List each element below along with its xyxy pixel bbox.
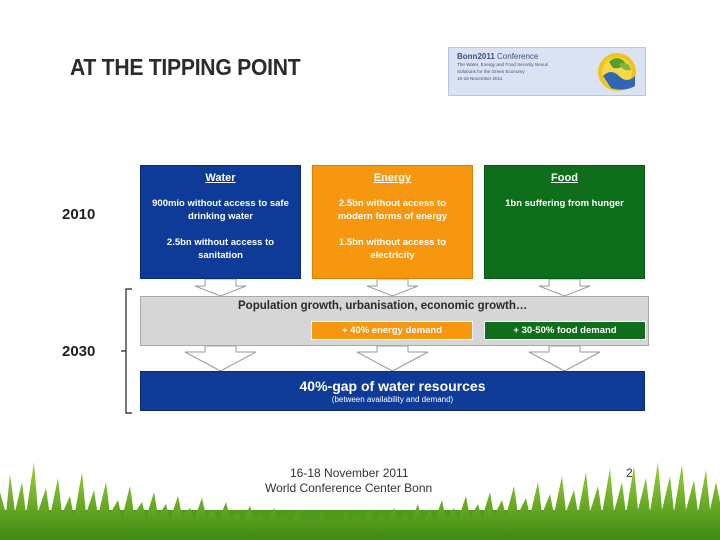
food-heading: Food [551, 172, 578, 184]
arrow-energy-bottom [356, 345, 429, 372]
energy-heading: Energy [373, 172, 412, 184]
water-stat-line: 2.5bn without access to [166, 237, 275, 248]
food-box: Food 1bn suffering from hunger [484, 165, 645, 279]
water-stat-line: 900mio without access to safe [152, 198, 289, 209]
water-gap-title: 40%-gap of water resources [299, 378, 486, 394]
arrow-water-top [194, 278, 247, 297]
water-stat-line: sanitation [198, 250, 243, 261]
footer-venue: World Conference Center Bonn [265, 481, 433, 495]
food-demand-badge: + 30-50% food demand [484, 321, 646, 340]
year-2010-label: 2010 [62, 206, 96, 223]
energy-box: Energy 2.5bn without access to modern fo… [312, 165, 473, 279]
conference-tagline: Solutions for the Green Economy [457, 69, 525, 74]
arrow-water-bottom [184, 345, 257, 372]
arrow-food-bottom [528, 345, 601, 372]
food-stat-line: 1bn suffering from hunger [505, 198, 624, 209]
water-box: Water 900mio without access to safe drin… [140, 165, 301, 279]
conference-subtitle: The Water, Energy and Food Security Nexu… [457, 62, 548, 67]
growth-text: Population growth, urbanisation, economi… [238, 300, 528, 312]
energy-demand-badge: + 40% energy demand [311, 321, 473, 340]
water-gap-subtitle: (between availability and demand) [331, 395, 454, 404]
year-2030-label: 2030 [62, 343, 96, 360]
page-number: 2 [626, 466, 633, 480]
arrow-food-top [538, 278, 591, 297]
conference-dates: 16-18 November 2011 [457, 76, 503, 81]
conference-emblem-icon [598, 53, 636, 91]
arrow-energy-top [366, 278, 419, 297]
water-heading: Water [205, 172, 236, 184]
energy-stat-line: electricity [370, 250, 415, 261]
energy-stat-line: modern forms of energy [337, 211, 448, 222]
water-stat-line: drinking water [188, 211, 253, 222]
timeline-bracket [121, 288, 132, 414]
conference-name: Bonn2011 Conference [457, 52, 539, 61]
slide-title: AT THE TIPPING POINT [70, 54, 301, 80]
water-gap-box: 40%-gap of water resources (between avai… [140, 371, 645, 411]
energy-stat-line: 1.5bn without access to [338, 237, 447, 248]
energy-stat-line: 2.5bn without access to [338, 198, 447, 209]
conference-logo: Bonn2011 Conference The Water, Energy an… [448, 47, 646, 96]
footer-date: 16-18 November 2011 [290, 466, 409, 480]
grass-decoration [0, 462, 720, 540]
